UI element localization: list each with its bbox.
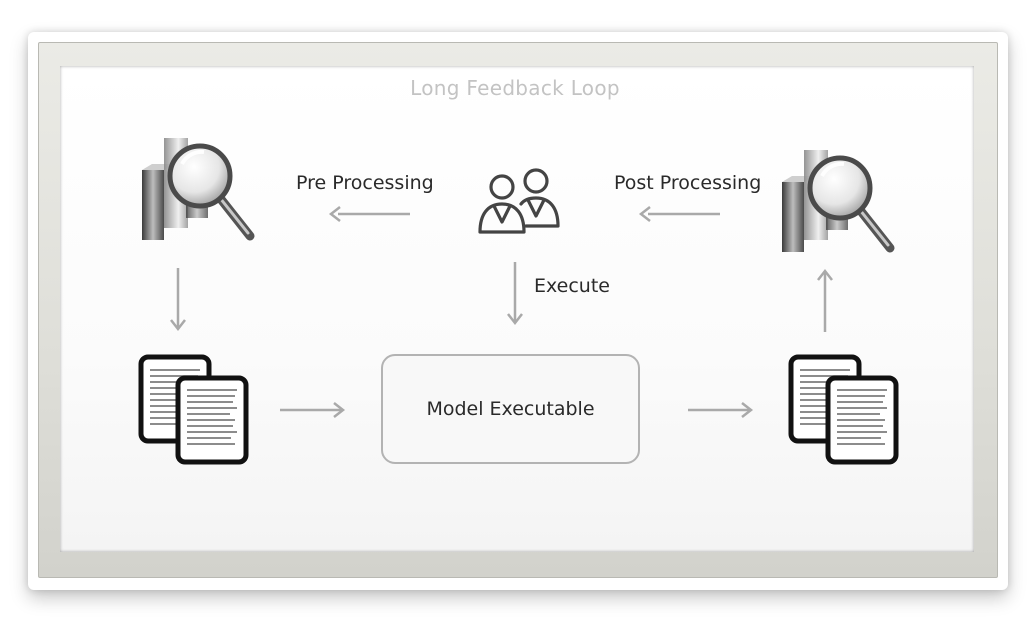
execute-label: Execute — [534, 275, 610, 297]
model-executable-node: Model Executable — [381, 354, 640, 464]
arrow-from-model — [688, 402, 754, 418]
post-processing-label: Post Processing — [614, 172, 762, 194]
users-icon — [478, 168, 560, 234]
arrow-right-up — [817, 268, 833, 332]
chart-magnifier-icon — [142, 138, 255, 241]
arrow-left-down — [170, 268, 186, 332]
diagram-title: Long Feedback Loop — [410, 76, 620, 100]
arrow-execute — [507, 262, 523, 326]
arrow-pre-processing — [328, 206, 410, 222]
model-executable-label: Model Executable — [426, 398, 595, 420]
documents-icon — [788, 354, 899, 465]
documents-icon — [138, 354, 249, 465]
arrow-to-model — [280, 402, 346, 418]
arrow-post-processing — [638, 206, 720, 222]
pre-processing-label: Pre Processing — [296, 172, 434, 194]
chart-magnifier-icon — [782, 150, 895, 253]
